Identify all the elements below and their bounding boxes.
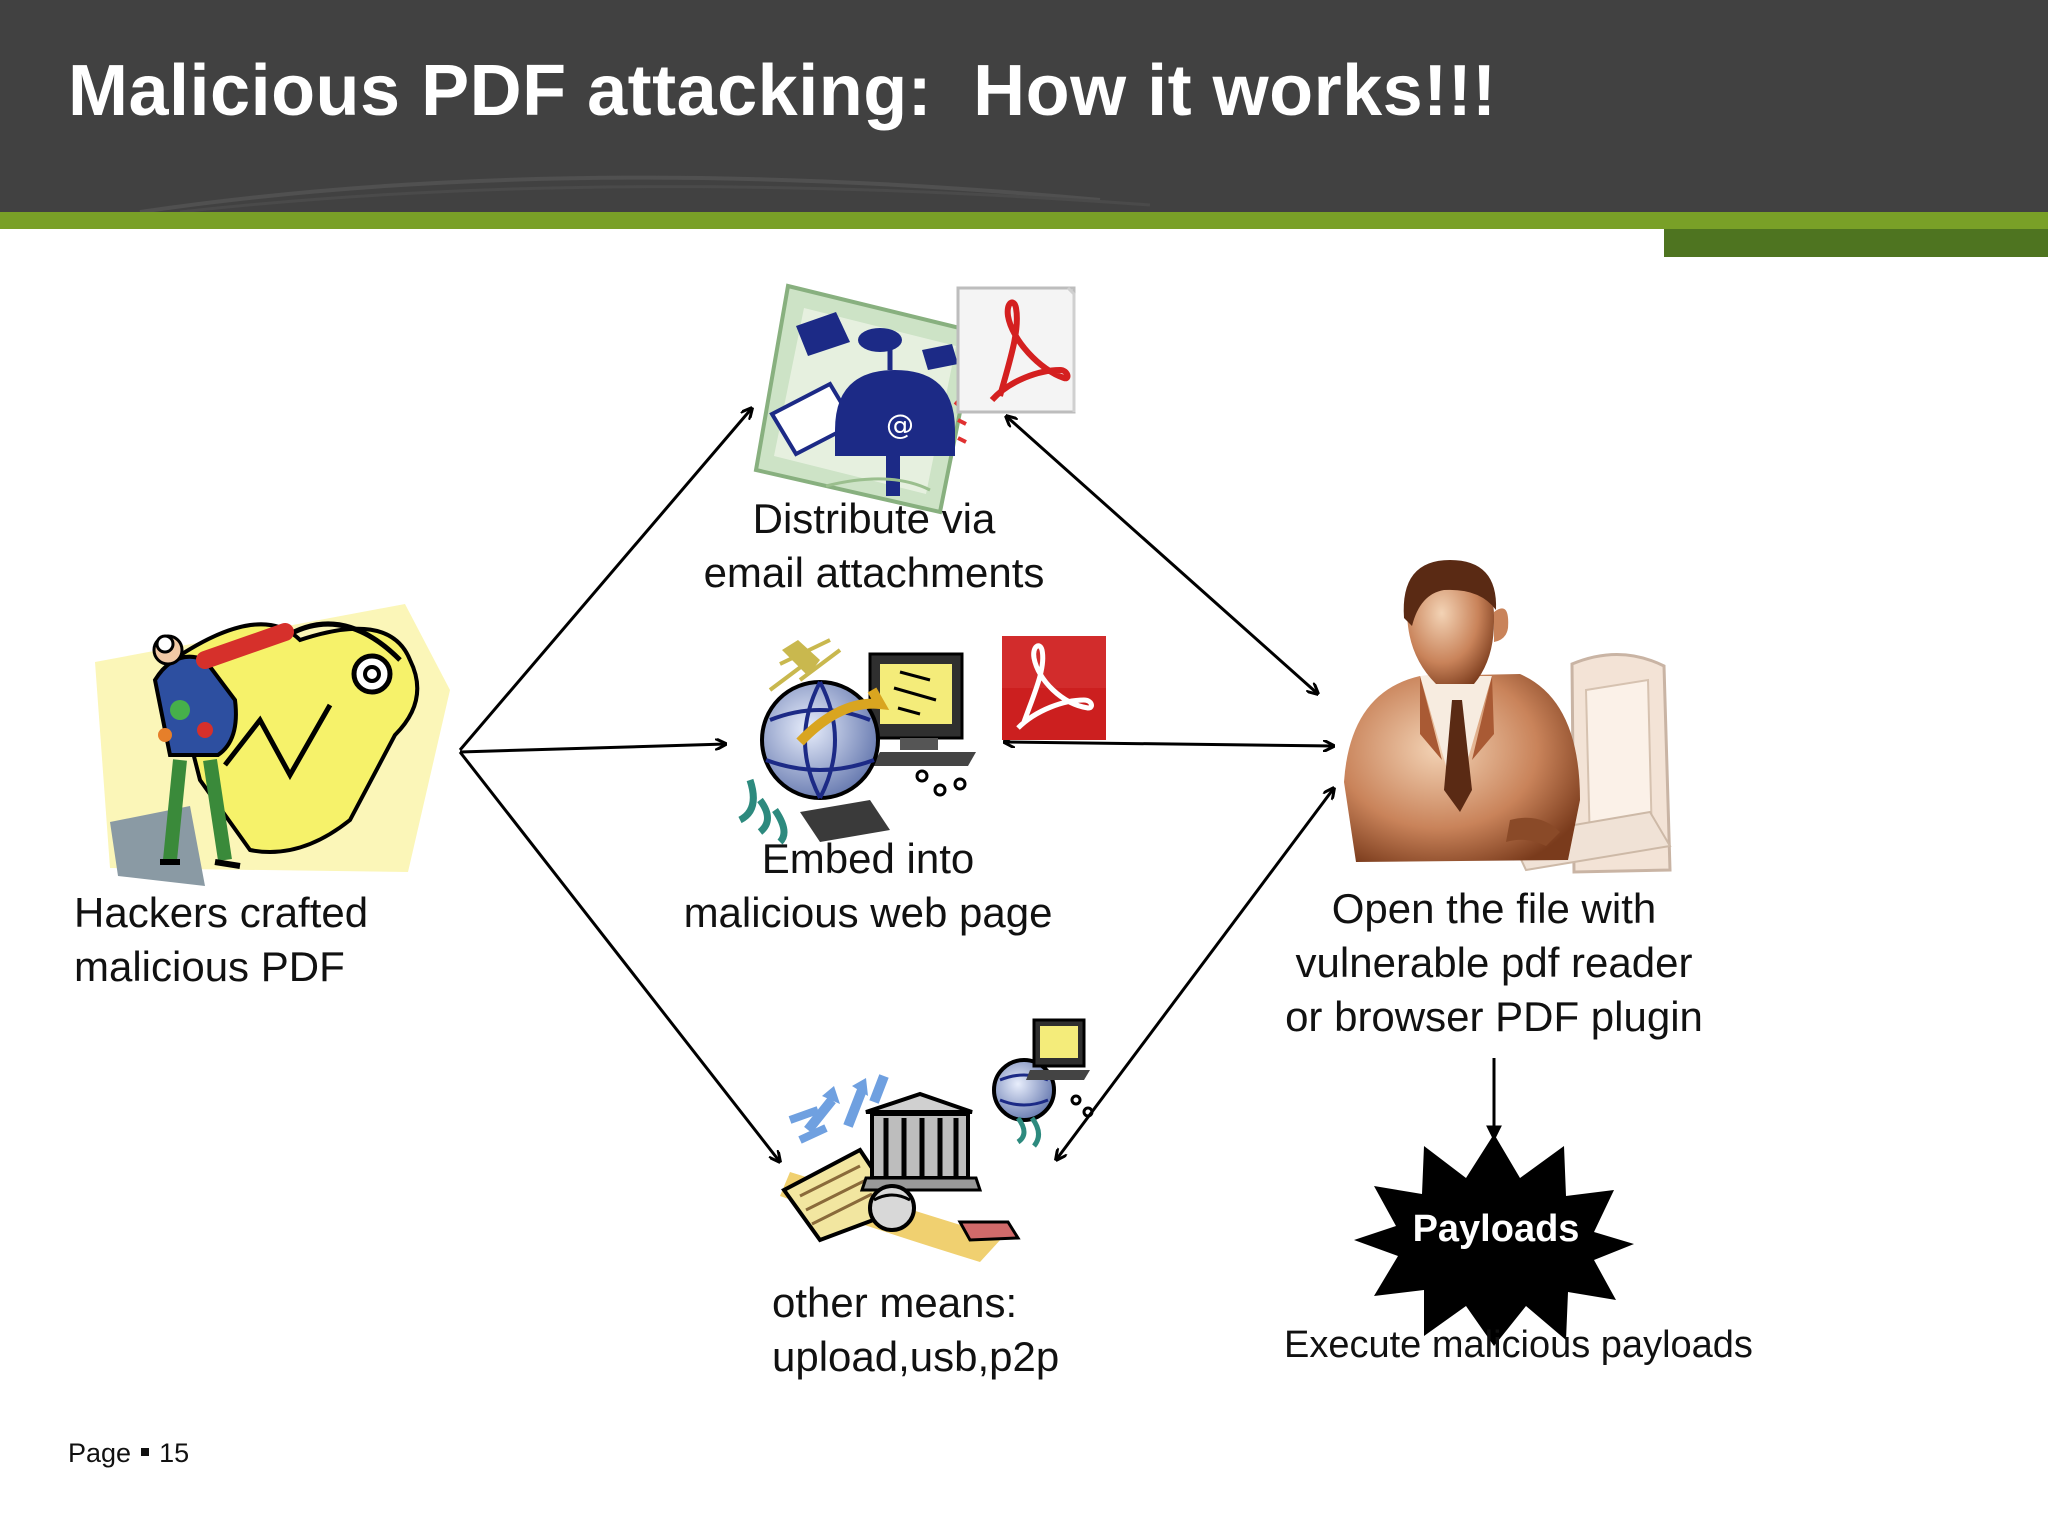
svg-text:@: @: [886, 408, 914, 441]
web-label-line-2: malicious web page: [683, 889, 1053, 936]
page-number: 15: [159, 1438, 190, 1468]
page-footer: Page 15: [68, 1438, 189, 1469]
victim-label: Open the file with vulnerable pdf reader…: [1234, 882, 1754, 1044]
other-means-label-line-2: upload,usb,p2p: [772, 1333, 1060, 1380]
other-means-label: other means: upload,usb,p2p: [772, 1276, 1059, 1384]
web-label-line-1: Embed into: [761, 835, 975, 882]
hackers-label-line-2: malicious PDF: [74, 943, 345, 990]
globe-computer-clipart: [738, 638, 976, 845]
payload-caption: Execute malicious payloads: [1284, 1322, 1753, 1368]
web-label: Embed into malicious web page: [648, 832, 1088, 940]
arrow-email-victim-bidirectional: [1006, 416, 1318, 694]
victim-label-line-1: Open the file with: [1331, 885, 1657, 932]
email-label-line-2: email attachments: [703, 549, 1045, 596]
arrow-other-victim-bidirectional: [1056, 788, 1334, 1160]
hacker-clipart: [95, 604, 450, 886]
arrow-hackers-to-email: [458, 408, 752, 751]
header-green-stripe: [0, 212, 2048, 229]
slide-title: Malicious PDF attacking: How it works!!!: [68, 51, 1497, 131]
header-dark-green-tab: [1664, 229, 2048, 257]
payload-starburst: [1354, 1134, 1634, 1346]
pdf-document-icon: [956, 286, 1076, 414]
page-label: Page: [68, 1438, 132, 1468]
email-label: Distribute via email attachments: [674, 492, 1074, 600]
victim-label-line-2: vulnerable pdf reader: [1295, 939, 1693, 986]
arrow-hackers-to-web: [459, 744, 726, 754]
payload-caption-text: Execute malicious payloads: [1284, 1324, 1753, 1366]
arrow-web-victim-bidirectional: [1004, 742, 1334, 746]
arrow-hackers-to-other: [458, 751, 780, 1162]
hackers-label-line-1: Hackers crafted: [74, 889, 369, 936]
email-label-line-1: Distribute via: [752, 495, 996, 542]
header-swoosh-decoration: [139, 175, 1151, 212]
upload-building-clipart: [780, 1018, 1094, 1262]
businessman-computer-clipart: [1344, 560, 1672, 874]
victim-label-line-3: or browser PDF plugin: [1285, 993, 1703, 1040]
pdf-red-icon: [1002, 636, 1106, 740]
bullet-square-icon: [141, 1448, 150, 1457]
email-mailbox-clipart: @: [753, 283, 979, 515]
slide-header: Malicious PDF attacking: How it works!!!: [0, 0, 2048, 212]
hackers-label: Hackers crafted malicious PDF: [74, 886, 368, 994]
payloads-badge-label: Payloads: [1412, 1208, 1580, 1250]
other-means-label-line-1: other means:: [772, 1279, 1018, 1326]
